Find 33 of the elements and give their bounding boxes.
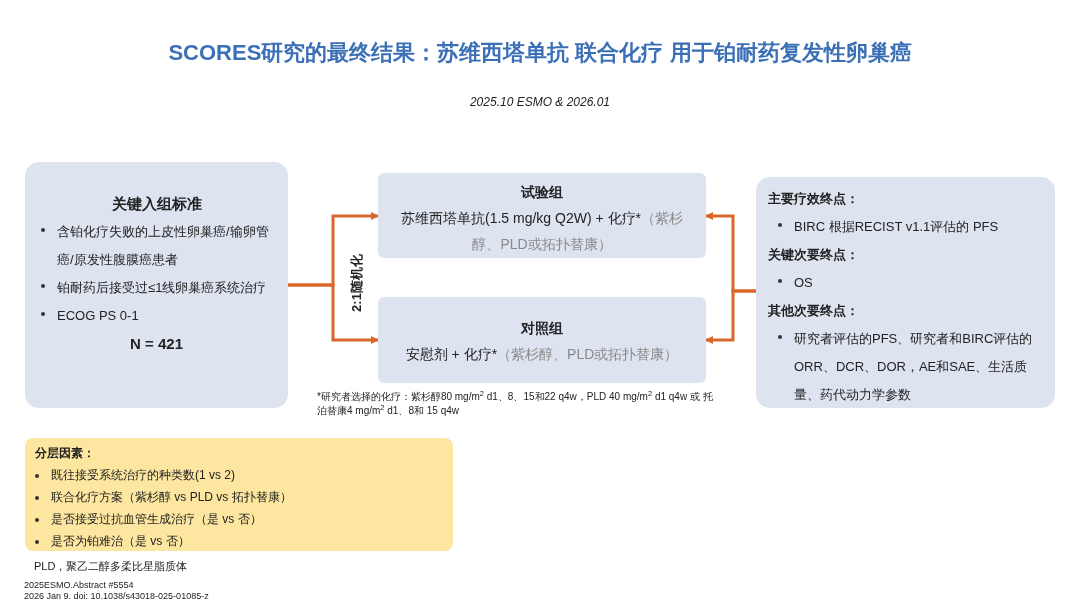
endpoint-heading: 其他次要终点： [768, 302, 860, 320]
list-item: BIRC 根据RECIST v1.1评估的 PFS [794, 218, 999, 236]
panel-heading: 关键入组标准 [110, 194, 203, 214]
list-item: 既往接受系统治疗的种类数(1 vs 2) [51, 467, 235, 484]
arrow [705, 289, 756, 344]
list-item: 联合化疗方案（紫杉醇 vs PLD vs 拓扑替康） [51, 489, 292, 506]
panel-heading: 分层因素： [35, 445, 96, 462]
treatment-arm-box [378, 297, 706, 383]
arm-heading: 对照组 [521, 319, 563, 338]
arrow [288, 283, 379, 344]
endpoint-heading: 关键次要终点： [768, 246, 860, 264]
arm-regimen: 苏维西塔单抗(1.5 mg/kg Q2W) + 化疗*（紫杉醇、PLD或拓扑替康） [400, 209, 684, 254]
sample-size: N = 421 [129, 334, 184, 354]
list-item: ECOG PS 0-1 [57, 307, 139, 325]
list-item: 含铂化疗失败的上皮性卵巢癌/输卵管癌/原发性腹膜癌患者 [57, 223, 270, 269]
list-item: 研究者评估的PFS、研究者和BIRC评估的ORR、DCR、DOR，AE和SAE、生活质量、药代动力学参数 [794, 330, 1034, 404]
reference: 2026 Jan 9. doi: 10.1038/s43018-025-01085-z [24, 591, 209, 602]
arm-regimen: 安慰剂 + 化疗*（紫杉醇、PLD或拓扑替康） [405, 345, 679, 364]
abbreviation-note: PLD，聚乙二醇多柔比星脂质体 [34, 559, 188, 574]
title: SCORES研究的最终结果：苏维西塔单抗 联合化疗 用于铂耐药复发性卵巢癌 [167, 39, 913, 67]
arm-heading: 试验组 [521, 183, 563, 202]
list-item: OS [794, 274, 813, 292]
list-item: 铂耐药后接受过≤1线卵巢癌系统治疗 [57, 279, 267, 297]
stratification-panel [25, 438, 453, 551]
list-item: 是否接受过抗血管生成治疗（是 vs 否） [51, 511, 262, 528]
footnote: *研究者选择的化疗：紫杉醇80 mg/m$^{2}$ d1、8、15和22 q4w，PLD 40 mg/m$^{2}$ d1 q4w 或 托泊替康4 mg/m$^{2}$ d1、8和 15 q4w [317, 390, 714, 418]
list-item: 是否为铂难治（是 vs 否） [51, 533, 190, 550]
inclusion-criteria-panel [25, 162, 288, 408]
reference: 2025ESMO.Abstract #5554 [24, 580, 134, 591]
endpoints-panel [756, 177, 1055, 408]
subtitle: 2025.10 ESMO & 2026.01 [468, 94, 612, 111]
endpoint-heading: 主要疗效终点： [768, 190, 860, 208]
treatment-arm-box [378, 173, 706, 258]
